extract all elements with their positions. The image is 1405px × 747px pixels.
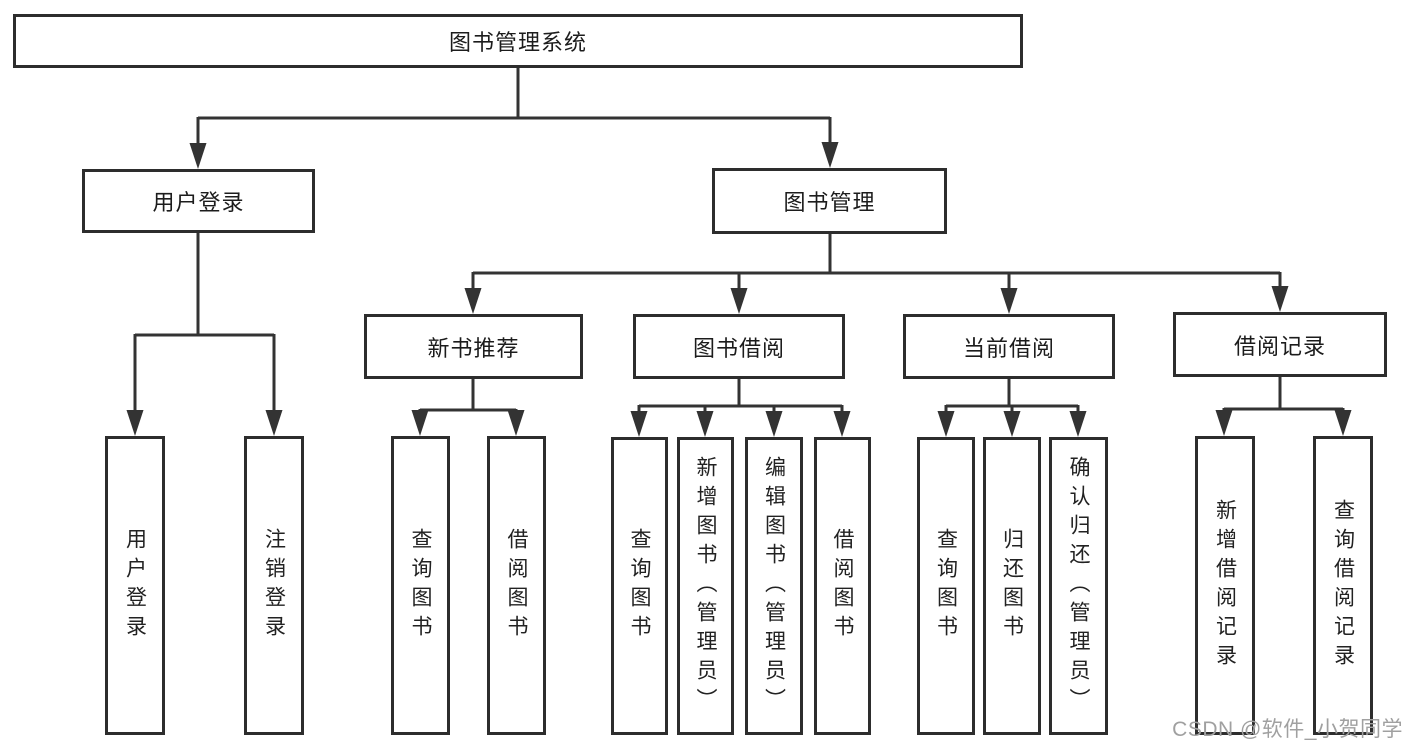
leaf-add-borrow-record-label: 新增借阅记录 — [1213, 498, 1237, 673]
leaf-borrow-books-label: 借阅图书 — [831, 528, 854, 644]
leaf-borrow-books: 借阅图书 — [814, 437, 871, 735]
leaf-query-borrow-record-label: 查询借阅记录 — [1331, 498, 1355, 673]
leaf-query-books-recommend: 查询图书 — [391, 436, 450, 735]
leaf-borrow-books-recommend-label: 借阅图书 — [505, 527, 528, 644]
leaf-borrow-books-recommend: 借阅图书 — [487, 436, 546, 735]
leaf-query-books-borrow: 查询图书 — [611, 437, 668, 735]
node-new-book-recommend-label: 新书推荐 — [427, 335, 520, 361]
node-book-borrowing: 图书借阅 — [633, 314, 845, 379]
node-borrowing-records: 借阅记录 — [1173, 312, 1387, 377]
node-library-management-system: 图书管理系统 — [13, 14, 1023, 68]
leaf-user-login-label: 用户登录 — [123, 527, 147, 644]
node-book-borrowing-label: 图书借阅 — [692, 335, 785, 361]
node-borrowing-records-label: 借阅记录 — [1233, 333, 1326, 359]
leaf-add-books-admin: 新增图书（管理员） — [677, 437, 734, 735]
leaf-query-books-recommend-label: 查询图书 — [409, 527, 432, 644]
node-title-label: 图书管理系统 — [448, 30, 587, 55]
leaf-query-books-current: 查询图书 — [917, 437, 975, 735]
leaf-add-books-admin-label: 新增图书（管理员） — [694, 455, 717, 717]
node-book-management-label: 图书管理 — [783, 190, 876, 215]
leaf-return-books-label: 归还图书 — [1000, 528, 1024, 644]
node-new-book-recommend: 新书推荐 — [364, 314, 583, 379]
leaf-add-borrow-record: 新增借阅记录 — [1195, 436, 1255, 735]
leaf-logout-label: 注销登录 — [262, 527, 286, 644]
node-current-borrowing-label: 当前借阅 — [962, 335, 1055, 361]
node-book-management: 图书管理 — [712, 168, 947, 234]
leaf-return-books: 归还图书 — [983, 437, 1041, 735]
leaf-user-login: 用户登录 — [105, 436, 165, 735]
leaf-query-borrow-record: 查询借阅记录 — [1313, 436, 1373, 735]
node-user-login-label: 用户登录 — [152, 190, 245, 215]
leaf-confirm-return-admin: 确认归还（管理员） — [1049, 437, 1108, 735]
node-user-login: 用户登录 — [82, 169, 315, 233]
node-current-borrowing: 当前借阅 — [903, 314, 1115, 379]
leaf-query-books-borrow-label: 查询图书 — [628, 528, 651, 644]
leaf-edit-books-admin: 编辑图书（管理员） — [745, 437, 803, 735]
leaf-logout: 注销登录 — [244, 436, 304, 735]
leaf-edit-books-admin-label: 编辑图书（管理员） — [762, 455, 786, 717]
leaf-confirm-return-admin-label: 确认归还（管理员） — [1067, 455, 1090, 717]
csdn-watermark: CSDN @软件_小贺同学 — [1172, 718, 1403, 741]
leaf-query-books-current-label: 查询图书 — [934, 528, 958, 644]
